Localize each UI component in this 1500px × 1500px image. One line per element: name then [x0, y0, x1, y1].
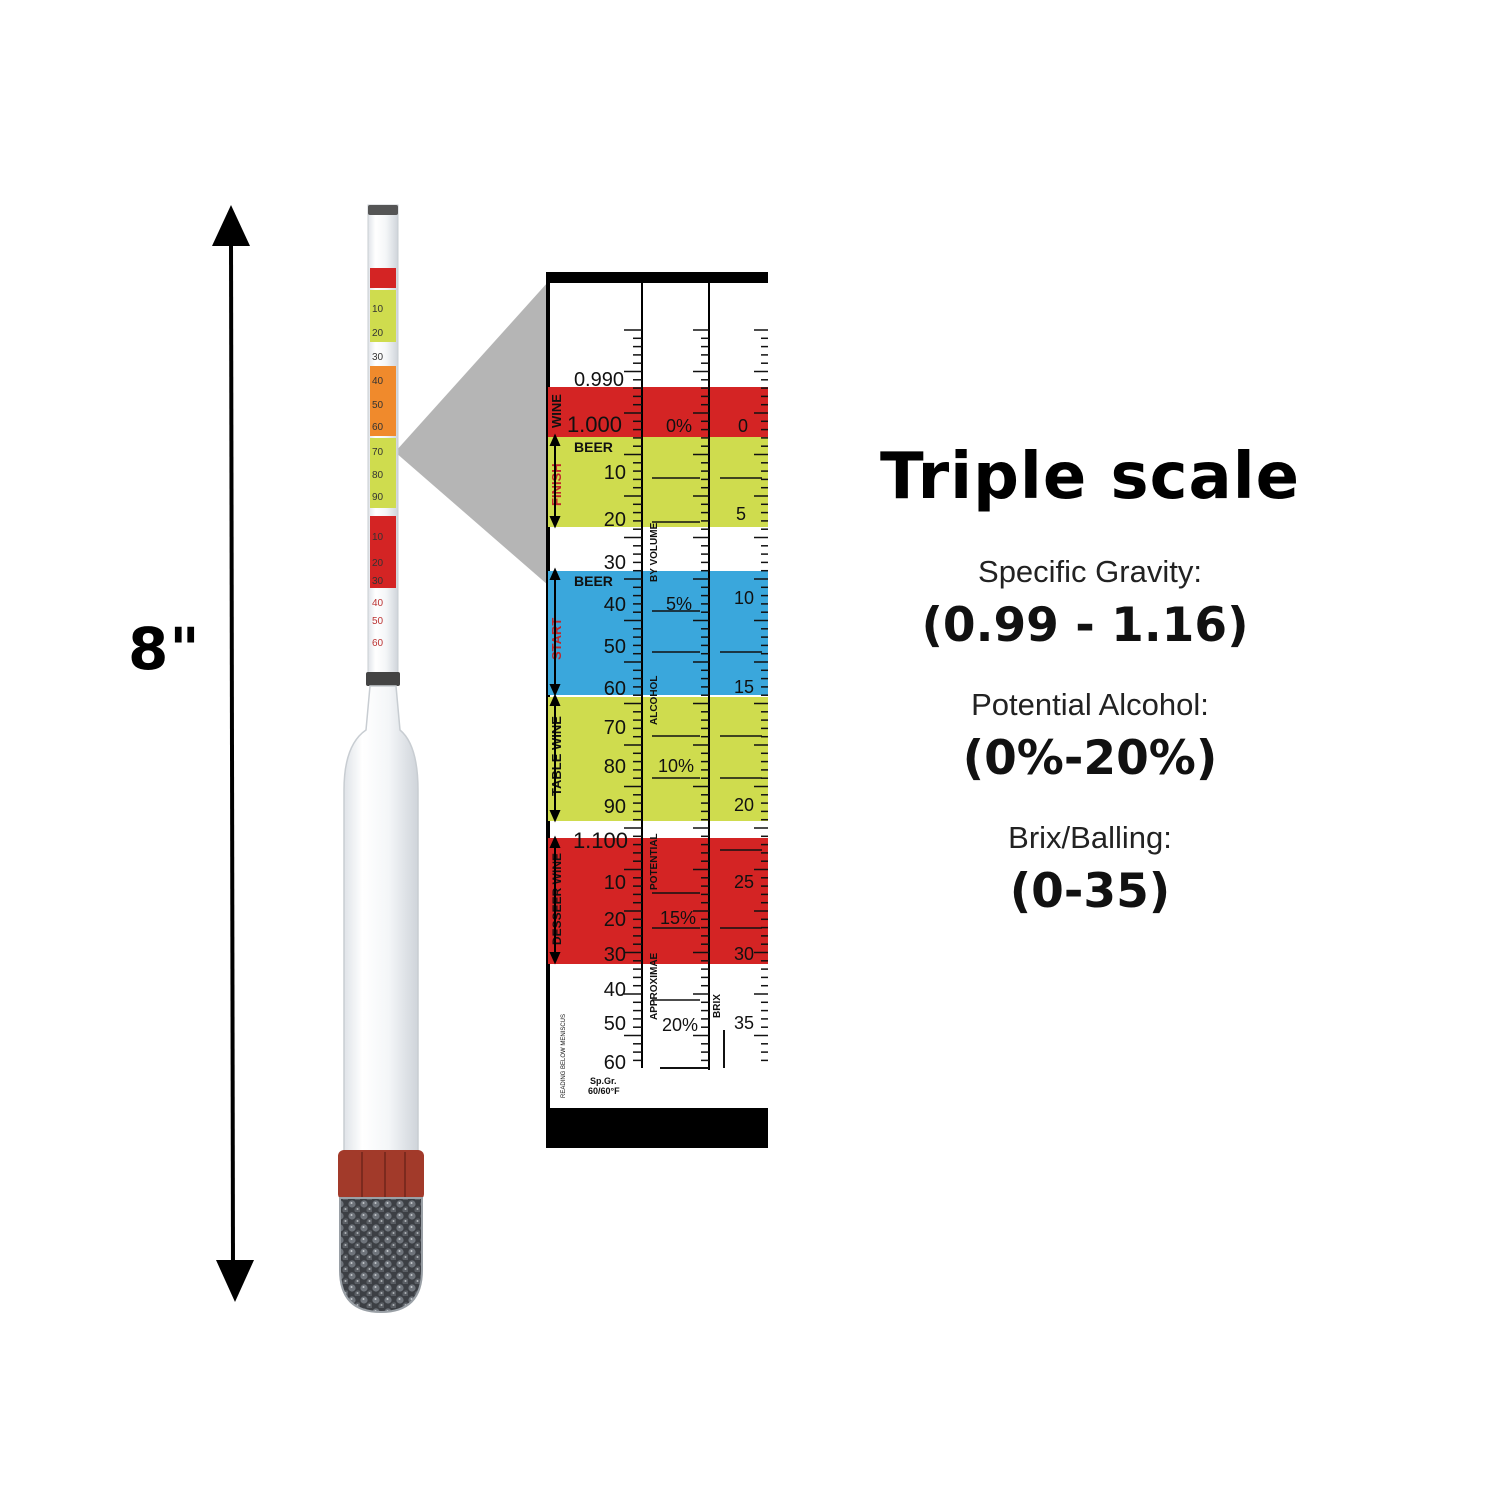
svg-text:90: 90: [372, 492, 384, 503]
svg-text:70: 70: [372, 447, 384, 458]
stem-color-bands: [370, 268, 396, 588]
spec-label: Specific Gravity:: [978, 554, 1202, 589]
svg-text:5%: 5%: [666, 594, 692, 614]
svg-text:10: 10: [372, 532, 384, 543]
spec-brix-balling: Brix/Balling: (0-35): [840, 820, 1340, 919]
gravity-tick-label: 60: [604, 678, 626, 700]
svg-text:35: 35: [734, 1013, 754, 1033]
weight-cap: [338, 1150, 424, 1200]
height-dimension-arrow: [212, 205, 254, 1302]
svg-text:20%: 20%: [662, 1015, 698, 1035]
svg-text:READING BELOW MENISCUS: READING BELOW MENISCUS: [561, 1014, 567, 1098]
gravity-tick-label: 50: [604, 1013, 626, 1035]
range-arrows: [549, 433, 561, 965]
svg-text:40: 40: [372, 598, 384, 609]
hydrometer: 10 20 30 40 50 60 70 80 90 10 20 30 40 5…: [338, 204, 424, 1314]
svg-text:WINE: WINE: [549, 394, 564, 428]
gravity-tick-label: 20: [604, 909, 626, 931]
svg-text:BEER: BEER: [574, 573, 613, 589]
svg-text:POTENTIAL: POTENTIAL: [649, 833, 660, 890]
svg-text:BEER: BEER: [574, 439, 613, 455]
gravity-tick-label: 90: [604, 796, 626, 818]
arrow-up-icon: [212, 205, 250, 246]
gravity-tick-label: 1.000: [567, 412, 622, 437]
spec-value: (0%-20%): [962, 731, 1218, 786]
gravity-tick-label: 50: [604, 636, 626, 658]
spec-label: Potential Alcohol:: [971, 687, 1209, 722]
stem-tick-numbers: 10 20 30 40 50 60 70 80 90 10 20 30 40 5…: [372, 304, 384, 649]
svg-text:60: 60: [372, 422, 384, 433]
svg-text:10: 10: [734, 588, 754, 608]
svg-text:20: 20: [734, 795, 754, 815]
scale-card: 0.990 1.000 10 20 30 40 50 60 70 80 90 1…: [546, 272, 768, 1148]
svg-text:15: 15: [734, 677, 754, 697]
svg-text:50: 50: [372, 616, 384, 627]
spec-value: (0.99 - 1.16): [921, 598, 1249, 653]
zoom-callout-wedge: [395, 282, 548, 585]
svg-text:30: 30: [734, 944, 754, 964]
gravity-tick-label: 20: [604, 509, 626, 531]
svg-text:START: START: [549, 618, 564, 660]
svg-text:20: 20: [372, 558, 384, 569]
alcohol-scale-labels: 0% 5% 10% 15% 20%: [658, 416, 698, 1035]
svg-text:0%: 0%: [666, 416, 692, 436]
svg-text:20: 20: [372, 328, 384, 339]
range-labels: BEER BEER WINE FINISH START TABLE WINE D…: [549, 394, 613, 945]
gravity-tick-label: 30: [604, 552, 626, 574]
svg-text:TABLE WINE: TABLE WINE: [549, 716, 564, 796]
spec-panel: Triple scale Specific Gravity: (0.99 - 1…: [840, 440, 1340, 953]
brix-scale-labels: 0 5 10 15 20 25 30 35: [734, 416, 754, 1033]
svg-text:5: 5: [736, 504, 746, 524]
gravity-tick-label: 40: [604, 979, 626, 1001]
svg-text:30: 30: [372, 352, 384, 363]
svg-text:APPROXIMAE: APPROXIMAE: [649, 952, 660, 1020]
svg-text:80: 80: [372, 470, 384, 481]
gravity-scale-labels: 0.990 1.000 10 20 30 40 50 60 70 80 90 1…: [567, 369, 628, 1074]
gravity-tick-label: 1.100: [573, 828, 628, 853]
hydrometer-bulb: [343, 685, 419, 1166]
spec-value: (0-35): [1009, 864, 1171, 919]
gravity-tick-label: 80: [604, 756, 626, 778]
ballast-shot: [339, 1197, 423, 1314]
gravity-tick-label: 70: [604, 717, 626, 739]
arrow-down-icon: [216, 1260, 254, 1302]
gravity-tick-label: 40: [604, 594, 626, 616]
panel-title: Triple scale: [879, 440, 1301, 514]
svg-text:Sp.Gr.: Sp.Gr.: [590, 1076, 617, 1086]
svg-text:ALCOHOL: ALCOHOL: [649, 676, 660, 725]
spec-label: Brix/Balling:: [1008, 820, 1172, 855]
spec-specific-gravity: Specific Gravity: (0.99 - 1.16): [840, 554, 1340, 653]
gravity-tick-label: 60: [604, 1052, 626, 1074]
scale-ticks: [624, 329, 768, 1069]
svg-text:30: 30: [372, 576, 384, 587]
svg-text:DESSEER WINE: DESSEER WINE: [550, 853, 564, 945]
svg-text:40: 40: [372, 376, 384, 387]
svg-text:25: 25: [734, 872, 754, 892]
scale-color-bands: [548, 387, 768, 964]
spec-potential-alcohol: Potential Alcohol: (0%-20%): [840, 687, 1340, 786]
svg-text:60/60°F: 60/60°F: [588, 1086, 620, 1096]
svg-text:FINISH: FINISH: [549, 463, 564, 506]
gravity-tick-label: 10: [604, 462, 626, 484]
svg-text:60: 60: [372, 638, 384, 649]
size-label: 8": [128, 615, 201, 683]
gravity-tick-label: 30: [604, 944, 626, 966]
svg-text:50: 50: [372, 400, 384, 411]
svg-text:0: 0: [738, 416, 748, 436]
gravity-tick-label: 0.990: [574, 369, 624, 391]
svg-text:BRIX: BRIX: [712, 994, 723, 1018]
svg-text:10%: 10%: [658, 756, 694, 776]
svg-text:15%: 15%: [660, 908, 696, 928]
svg-text:10: 10: [372, 304, 384, 315]
column-captions: BY VOLUME ALCOHOL POTENTIAL APPROXIMAE B…: [561, 522, 723, 1098]
svg-text:BY VOLUME: BY VOLUME: [649, 522, 660, 582]
gravity-tick-label: 10: [604, 872, 626, 894]
